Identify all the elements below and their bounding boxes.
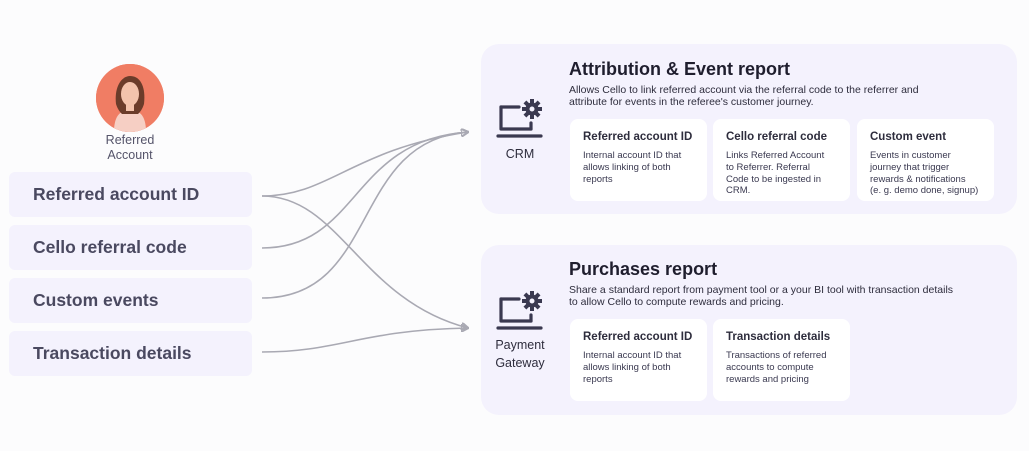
card-description-line: CRM. bbox=[726, 185, 751, 197]
avatar-label-line: Account bbox=[107, 148, 153, 162]
payment-gateway-source-label: Payment Gateway bbox=[481, 336, 559, 372]
card-title: Transaction details bbox=[726, 331, 831, 343]
description-line: attribute for events in the referee's cu… bbox=[569, 96, 814, 108]
description-line: to allow Cello to compute rewards and pr… bbox=[569, 296, 784, 308]
card-description-line: Internal account ID that bbox=[583, 350, 682, 361]
card-description-line: reports bbox=[583, 173, 613, 185]
card-description-line: journey that trigger bbox=[870, 161, 950, 173]
connector-referred-id-to-payment bbox=[261, 195, 468, 328]
card-description-line: allows linking of both bbox=[583, 161, 671, 173]
data-item-custom-events: Custom events bbox=[9, 278, 252, 323]
card-description-line: rewards and pricing bbox=[726, 373, 809, 385]
source-label-line: Gateway bbox=[495, 356, 545, 370]
card-description: Events in customer journey that trigger … bbox=[870, 150, 984, 197]
person-avatar-icon bbox=[96, 64, 164, 132]
purchases-report-description: Share a standard report from payment too… bbox=[569, 284, 999, 308]
referred-account-avatar bbox=[96, 64, 164, 132]
card-title: Custom event bbox=[870, 131, 947, 143]
card-description-line: Events in customer bbox=[870, 150, 951, 161]
card-description-line: (e. g. demo done, signup) bbox=[870, 185, 979, 197]
source-label-line: CRM bbox=[505, 147, 535, 161]
card-cello-referral-code: Cello referral code Links Referred Accou… bbox=[713, 119, 850, 201]
card-title: Referred account ID bbox=[583, 331, 693, 343]
card-title: Cello referral code bbox=[726, 131, 827, 143]
card-description-line: accounts to compute bbox=[726, 361, 814, 373]
connector-transaction-to-payment bbox=[261, 328, 468, 353]
card-description-line: Internal account ID that bbox=[583, 150, 682, 161]
card-description-line: Code to be ingested in bbox=[726, 173, 822, 185]
connector-referral-code-to-crm bbox=[261, 132, 468, 249]
connector-custom-events-to-crm bbox=[261, 132, 468, 299]
attribution-event-report-title: Attribution & Event report bbox=[569, 59, 790, 79]
source-label-line: Payment bbox=[495, 338, 545, 352]
card-description: Links Referred Account to Referrer. Refe… bbox=[726, 150, 840, 197]
card-description-line: allows linking of both bbox=[583, 361, 671, 373]
attribution-event-report-description: Allows Cello to link referred account vi… bbox=[569, 84, 959, 108]
data-item-transaction-details: Transaction details bbox=[9, 331, 252, 376]
referred-account-label: Referred Account bbox=[80, 133, 180, 163]
card-description-line: Links Referred Account bbox=[726, 150, 825, 161]
card-description: Internal account ID that allows linking … bbox=[583, 150, 697, 185]
card-referred-account-id: Referred account ID Internal account ID … bbox=[570, 119, 707, 201]
card-description-line: rewards & notifications bbox=[870, 173, 966, 185]
card-description-line: Transactions of referred bbox=[726, 350, 827, 361]
card-transaction-details: Transaction details Transactions of refe… bbox=[713, 319, 850, 401]
purchases-report-panel: Payment Gateway Purchases report Share a… bbox=[481, 245, 1017, 415]
card-description-line: to Referrer. Referral bbox=[726, 161, 810, 173]
laptop-gear-icon bbox=[495, 289, 547, 333]
card-description: Internal account ID that allows linking … bbox=[583, 350, 697, 385]
card-description-line: reports bbox=[583, 373, 613, 385]
crm-source-label: CRM bbox=[481, 145, 559, 163]
description-line: Allows Cello to link referred account vi… bbox=[569, 84, 919, 96]
data-item-cello-referral-code: Cello referral code bbox=[9, 225, 252, 270]
card-custom-event: Custom event Events in customer journey … bbox=[857, 119, 994, 201]
laptop-gear-icon bbox=[495, 97, 547, 141]
description-line: Share a standard report from payment too… bbox=[569, 284, 954, 296]
card-description: Transactions of referred accounts to com… bbox=[726, 350, 840, 385]
attribution-event-report-panel: CRM Attribution & Event report Allows Ce… bbox=[481, 44, 1017, 214]
card-title: Referred account ID bbox=[583, 131, 693, 143]
card-referred-account-id: Referred account ID Internal account ID … bbox=[570, 319, 707, 401]
connector-referred-id-to-crm bbox=[261, 132, 468, 197]
data-item-referred-account-id: Referred account ID bbox=[9, 172, 252, 217]
purchases-report-title: Purchases report bbox=[569, 259, 718, 279]
avatar-label-line: Referred bbox=[105, 133, 155, 147]
